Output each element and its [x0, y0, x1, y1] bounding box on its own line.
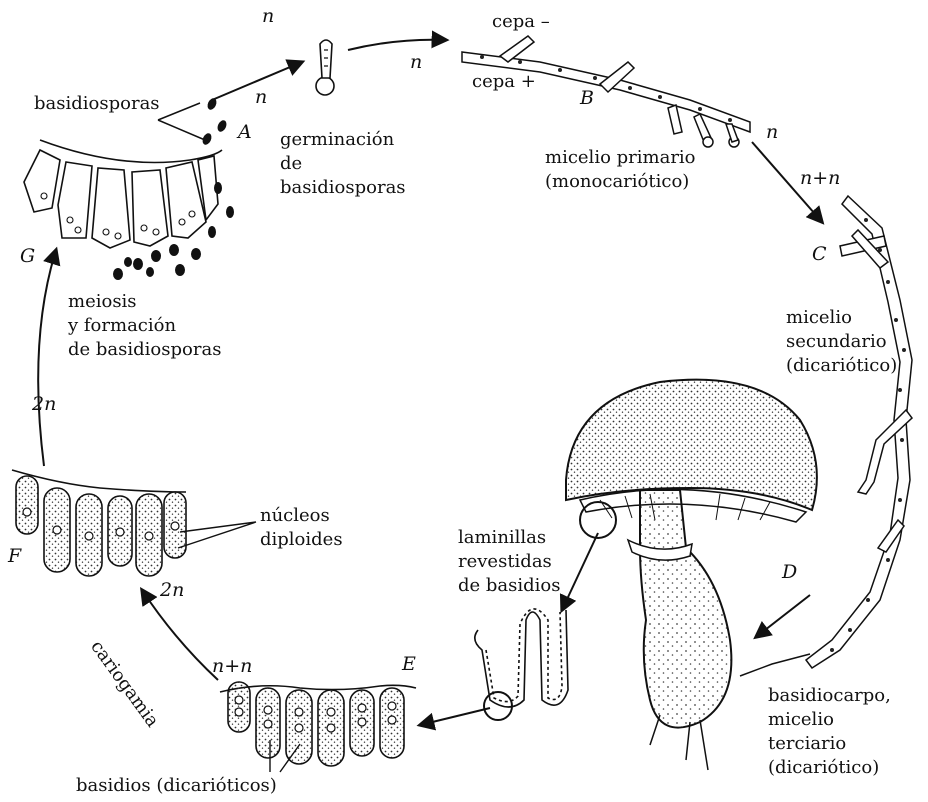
label-meiosis: meiosis y formación de basidiosporas — [68, 290, 221, 362]
stage-label-d: D — [782, 560, 797, 584]
label-cepa-minus: cepa – — [492, 10, 550, 34]
ploidy-2n-1: 2n — [160, 578, 184, 602]
label-cepa-plus: cepa + — [472, 70, 536, 94]
label-micelio-primario: micelio primario (monocariótico) — [545, 146, 696, 194]
basidiospores — [158, 97, 228, 146]
label-nucleos: núcleos diploides — [260, 504, 343, 552]
ploidy-n-3: n — [410, 50, 422, 74]
stage-label-b: B — [580, 86, 594, 110]
arrow-to-basidiocarp — [756, 595, 810, 637]
arrow-karyogamy — [142, 590, 218, 680]
arrow-germination-to-primary — [348, 40, 446, 50]
dikaryotic-basidia — [220, 682, 416, 766]
nucleos-pointer-lines — [178, 522, 256, 548]
label-basidiocarpo: basidiocarpo, micelio terciario (dicarió… — [768, 684, 891, 780]
label-basidiosporas: basidiosporas — [34, 92, 160, 116]
meiosis-basidia — [24, 140, 222, 248]
arrow-meiosis — [38, 250, 56, 466]
diploid-basidia — [12, 470, 186, 576]
ploidy-nn-2: n+n — [212, 654, 252, 678]
gill-zoom — [475, 609, 568, 720]
mushroom-stem — [640, 490, 731, 728]
ploidy-nn-1: n+n — [800, 166, 840, 190]
stage-label-e: E — [402, 652, 416, 676]
stage-label-a: A — [238, 120, 252, 144]
label-micelio-secundario: micelio secundario (dicariótico) — [786, 306, 897, 378]
ploidy-n-1: n — [255, 85, 267, 109]
arrow-cap-to-gills — [562, 533, 598, 610]
ploidy-2n-2: 2n — [32, 392, 56, 416]
label-germinacion: germinación de basidiosporas — [280, 128, 406, 200]
stage-label-c: C — [812, 242, 827, 266]
secondary-mycelium — [806, 196, 912, 668]
germinating-spore — [316, 40, 334, 95]
label-basidios: basidios (dicarióticos) — [76, 774, 277, 798]
stage-label-f: F — [8, 544, 21, 568]
ploidy-n-2: n — [262, 4, 274, 28]
arrow-gills-to-basidia — [420, 708, 490, 725]
label-laminillas: laminillas revestidas de basidios — [458, 526, 561, 598]
stage-n-b: n — [766, 120, 778, 144]
stage-label-g: G — [20, 244, 35, 268]
